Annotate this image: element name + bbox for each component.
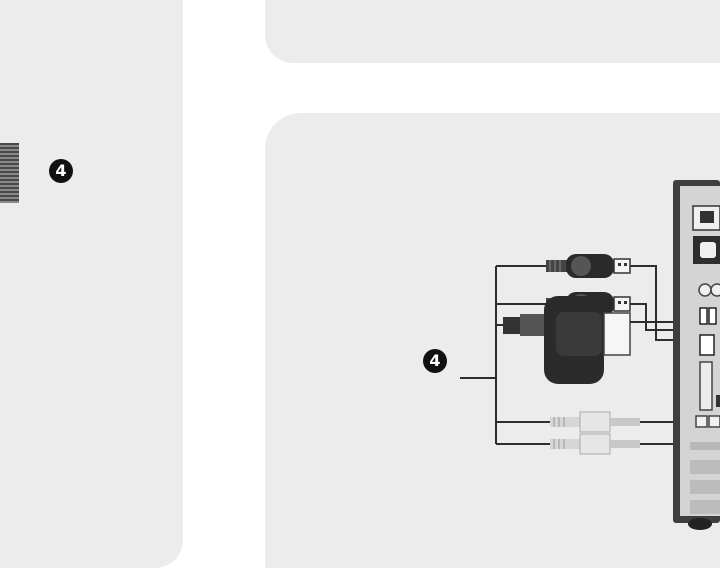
step-marker-left: 4 <box>49 159 73 183</box>
audio-cable-icon <box>550 411 694 433</box>
hdmi-cable-icon <box>503 296 694 384</box>
computer-rear-panel-icon <box>673 180 720 530</box>
step-marker-main: 4 <box>423 349 447 373</box>
top-panel <box>265 0 720 63</box>
bracket-lines <box>460 265 550 445</box>
kvm-port-icon <box>0 143 19 203</box>
left-panel <box>0 0 183 568</box>
main-panel <box>265 113 720 568</box>
